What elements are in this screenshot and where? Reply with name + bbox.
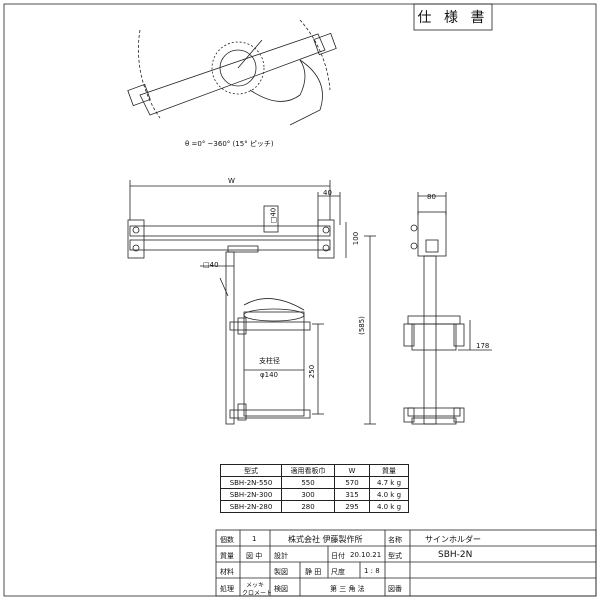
support-label-2: φ140 [260, 371, 278, 379]
dim-585: (585) [357, 316, 366, 335]
arm-end-right [313, 32, 337, 56]
table-cell: 570 [334, 476, 370, 489]
finish-value-2: クロメート [242, 590, 273, 597]
dim-40-top: 40 [323, 189, 332, 197]
date-label: 日付 [331, 552, 345, 560]
support-label-1: 支柱径 [259, 357, 280, 365]
spec-table: 型式 適用看板巾 W 質量 SBH-2N-550 550 570 4.7 k g… [220, 464, 409, 513]
title-block-lines [215, 529, 597, 597]
table-cell: SBH-2N-550 [220, 476, 282, 489]
dim-100: 100 [352, 231, 361, 246]
rotation-arc-right [299, 19, 331, 91]
spec-title-box [413, 3, 493, 31]
scale-label: 尺度 [331, 568, 345, 576]
header-cell: 適用看板巾 [281, 464, 335, 477]
finish-label: 処理 [220, 585, 234, 593]
spec-title: 仕 様 書 [417, 10, 489, 26]
model-label: 型式 [388, 552, 402, 560]
theta-line [237, 39, 263, 69]
front-arm-bottom [129, 239, 331, 251]
scale-value: 1 : 8 [364, 567, 380, 575]
dim-178: 178 [476, 342, 490, 350]
table-cell: 300 [281, 488, 335, 501]
projection-method: 第 三 角 法 [330, 585, 365, 593]
rotated-arm [139, 33, 326, 116]
drawn-label: 製図 [274, 568, 288, 576]
table-cell: SBH-2N-300 [220, 488, 282, 501]
table-cell: 4.0 k g [369, 500, 409, 513]
material-label: 材料 [220, 568, 234, 576]
rotation-arc-left [138, 29, 161, 119]
table-cell: 315 [334, 488, 370, 501]
company-name: 株式会社 伊藤製作所 [288, 535, 363, 544]
dim-80: 80 [427, 193, 436, 201]
front-drum [243, 311, 305, 417]
table-cell: SBH-2N-280 [220, 500, 282, 513]
table-row: SBH-2N-280 280 295 4.0 k g [220, 500, 409, 513]
dim-box40: □40 [203, 261, 219, 269]
top-view [127, 19, 337, 126]
drawing-no-label: 図番 [388, 585, 402, 593]
handle-curve [289, 59, 323, 126]
table-row: SBH-2N-550 550 570 4.7 k g [220, 476, 409, 489]
drawn-value: 静 田 [305, 568, 322, 576]
header-cell: W [334, 464, 370, 477]
side-pole [423, 255, 437, 425]
count-label: 個数 [220, 536, 234, 544]
weight-label: 質量 [220, 552, 234, 560]
side-head-block [417, 211, 447, 257]
weight-value: 図 中 [246, 552, 263, 560]
clamp-curve [249, 59, 306, 102]
spec-table-header: 型式 適用看板巾 W 質量 [220, 464, 409, 477]
front-arm-top [129, 225, 331, 237]
front-end-plate-right [317, 219, 335, 259]
arm-end-left [127, 83, 151, 107]
model-value: SBH-2N [438, 550, 473, 560]
dim-box40-vert: □40 [269, 207, 278, 224]
front-pole [225, 251, 235, 425]
header-cell: 質量 [369, 464, 409, 477]
rotation-note: θ =0° ~360° (15° ピッチ) [185, 140, 274, 148]
rotation-circle [211, 41, 265, 95]
date-value: 20.10.21 [350, 551, 382, 559]
front-end-plate-left [127, 219, 145, 259]
count-value: 1 [252, 535, 257, 543]
table-cell: 295 [334, 500, 370, 513]
table-cell: 550 [281, 476, 335, 489]
check-label: 検図 [274, 585, 288, 593]
name-value: サインホルダー [425, 535, 481, 544]
name-label: 名称 [388, 536, 402, 544]
table-cell: 280 [281, 500, 335, 513]
dim-250: 250 [308, 364, 317, 379]
table-cell: 4.0 k g [369, 488, 409, 501]
finish-value-1: メッキ [246, 582, 265, 589]
side-view [403, 192, 492, 425]
front-view [127, 180, 376, 425]
design-label: 設計 [274, 552, 288, 560]
table-row: SBH-2N-300 300 315 4.0 k g [220, 488, 409, 501]
table-cell: 4.7 k g [369, 476, 409, 489]
header-cell: 型式 [220, 464, 282, 477]
dim-w: W [228, 177, 235, 185]
